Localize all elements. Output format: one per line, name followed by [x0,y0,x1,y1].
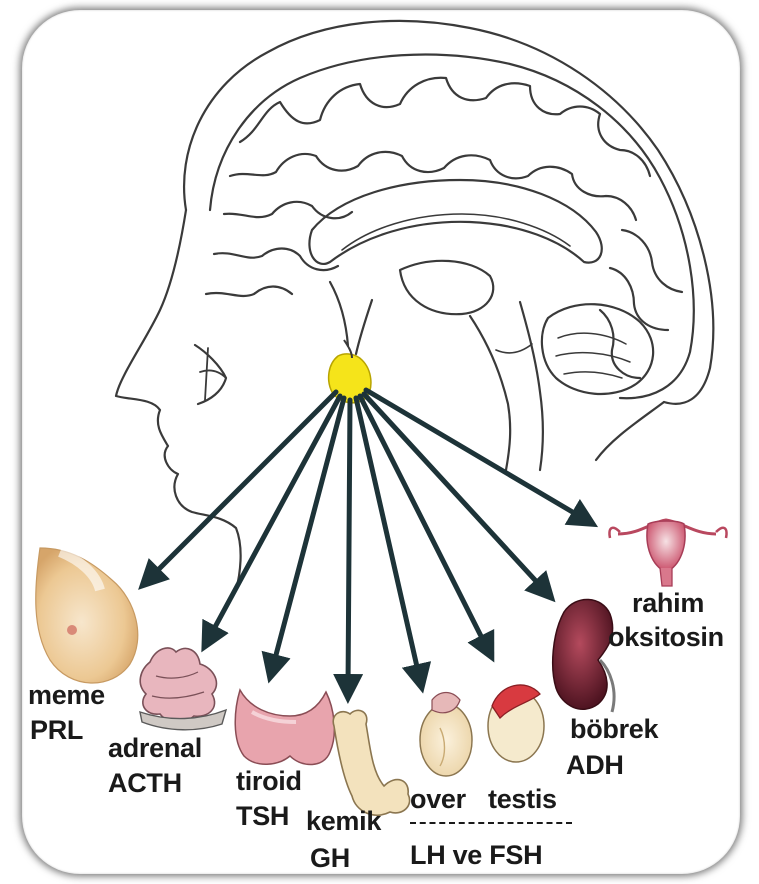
adrenal-gland-icon [140,648,226,730]
testis-icon [488,685,544,762]
label-bobrek: böbrek [570,716,658,743]
label-prl: PRL [30,717,83,744]
thyroid-icon [235,690,334,765]
arrow-to-kemik [348,400,350,690]
hormone-arrows [148,390,586,690]
label-adrenal: adrenal [108,735,202,762]
arrow-to-testis [360,396,488,650]
breast-icon [36,548,138,683]
arrow-to-rahim [366,390,586,520]
arrow-to-adrenal [208,396,340,640]
bone-icon [333,710,409,815]
label-over: over [410,786,466,813]
label-kemik: kemik [306,808,381,835]
arrow-to-over [356,398,420,680]
label-gh: GH [310,845,350,872]
label-testis: testis [488,786,557,813]
label-rahim: rahim [632,590,704,617]
ovary-icon [420,693,472,777]
label-acth: ACTH [108,770,182,797]
label-meme: meme [28,682,105,709]
label-lh-fsh: LH ve FSH [410,842,542,869]
label-oksitosin: oksitosin [608,624,724,651]
arrow-to-tiroid [272,398,344,670]
label-adh: ADH [566,752,624,779]
divider-dashed [410,822,572,824]
label-tsh: TSH [236,803,289,830]
arrow-to-meme [148,392,336,580]
uterus-icon [609,520,726,586]
label-tiroid: tiroid [236,768,302,795]
kidney-icon [553,599,614,712]
